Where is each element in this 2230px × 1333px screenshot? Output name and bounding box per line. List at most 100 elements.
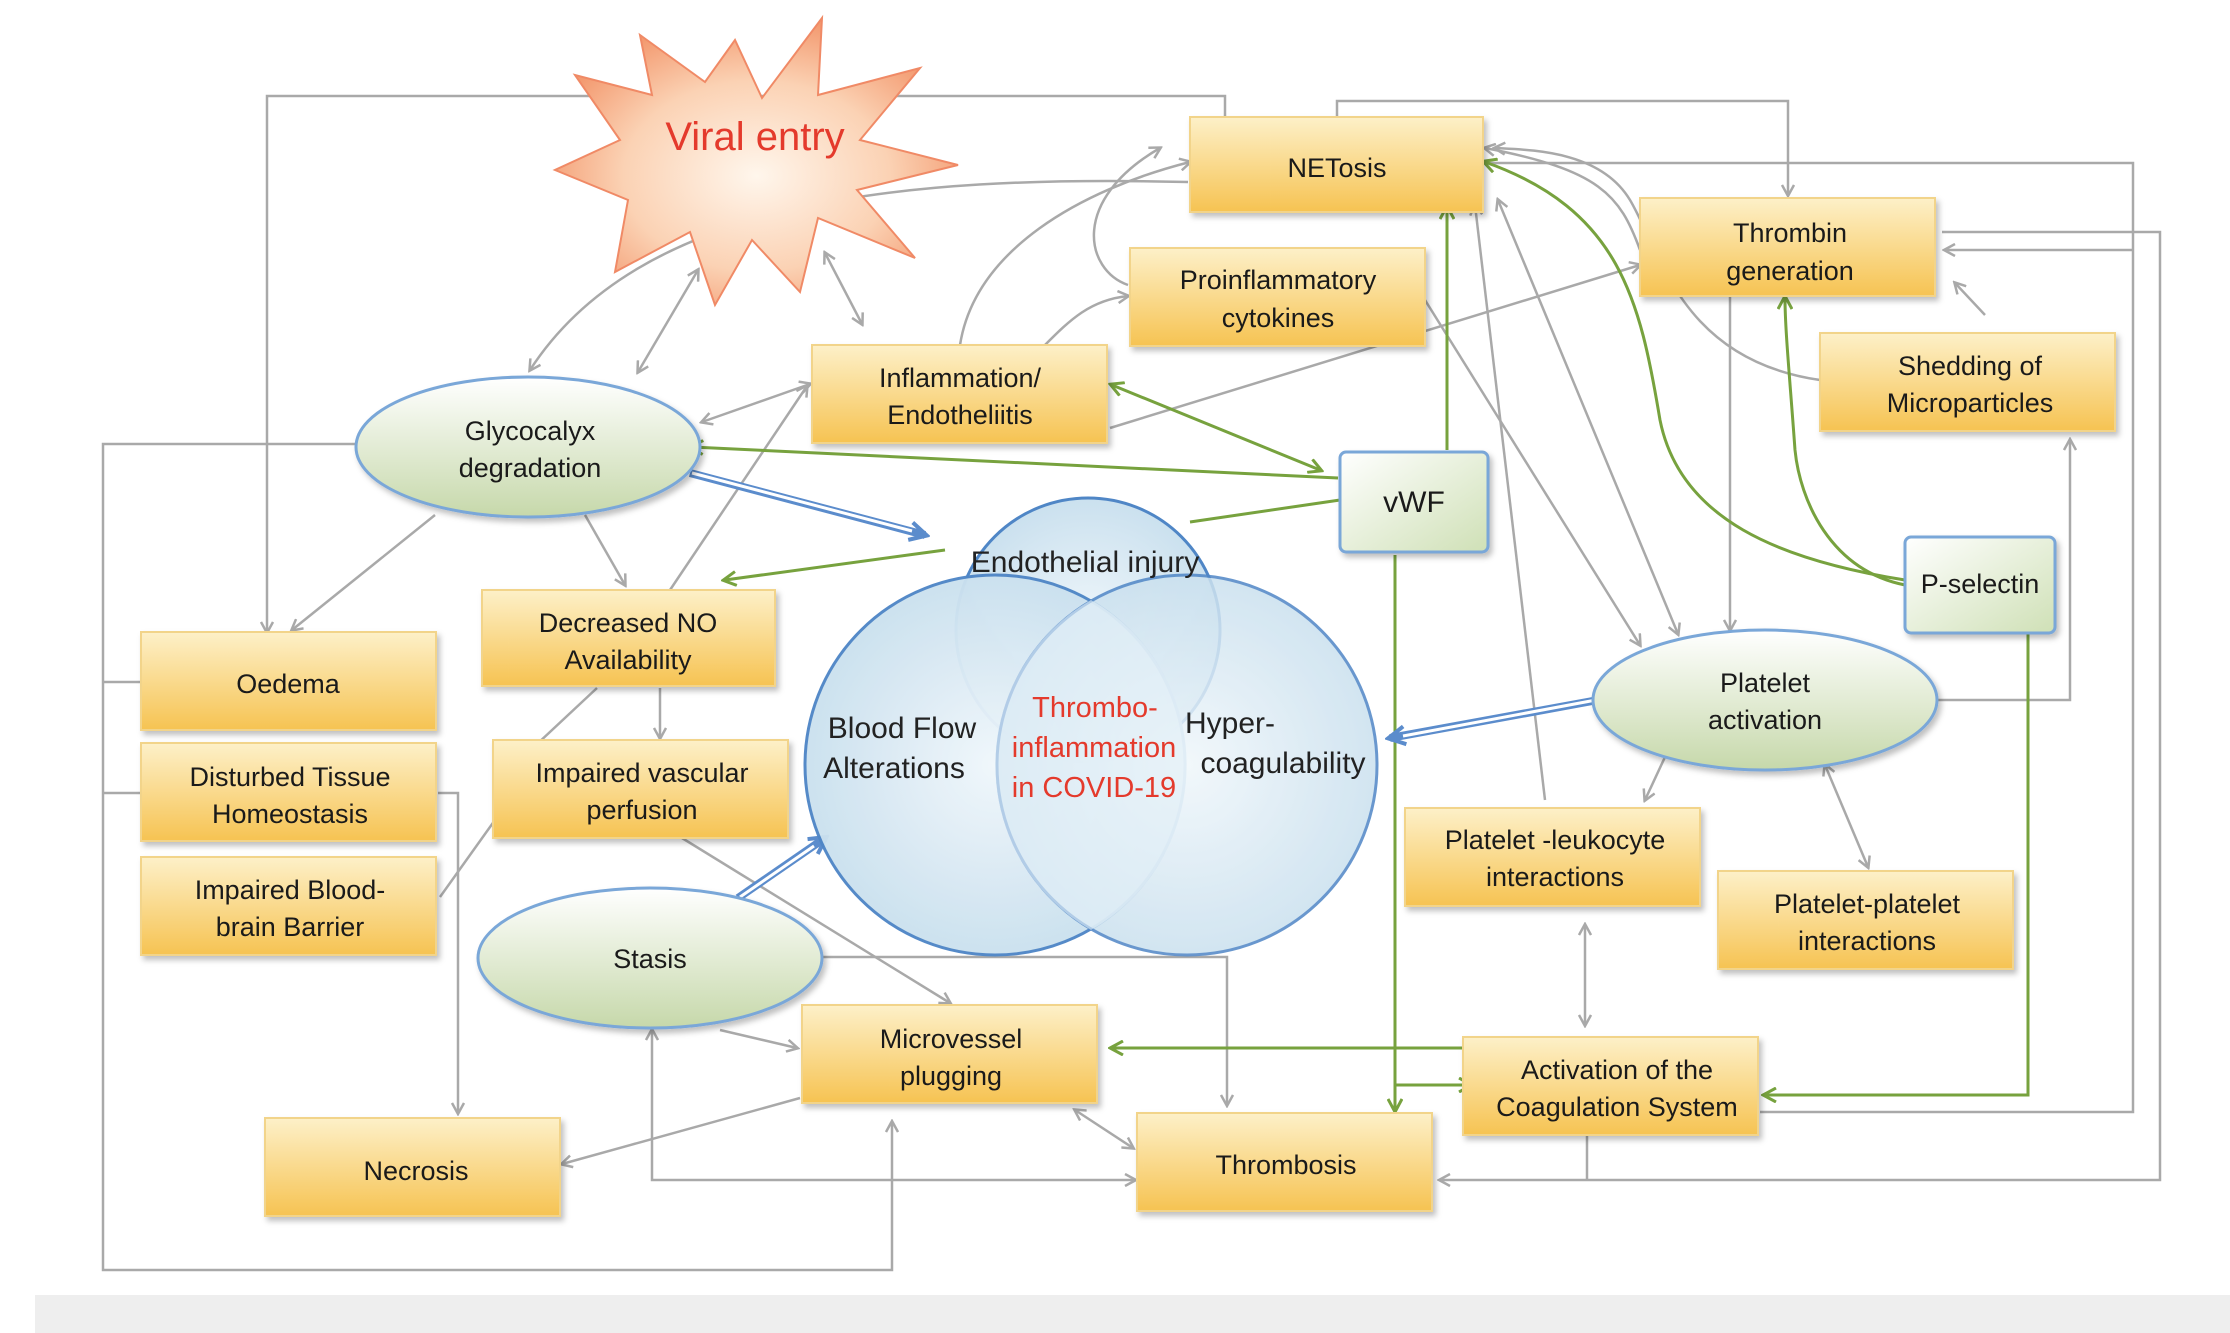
venn-center-label-2: inflammation: [1012, 732, 1176, 764]
node-inflammation-label-1: Inflammation/: [879, 363, 1042, 393]
arrow-platelet-leukocyte: [1645, 756, 1667, 800]
node-inflammation: Inflammation/ Endotheliitis: [811, 344, 1108, 444]
node-thrombin-generation: Thrombin generation: [1639, 197, 1936, 297]
node-shedding-label-1: Shedding of: [1898, 351, 2043, 381]
node-necrosis-label: Necrosis: [363, 1156, 468, 1186]
arrow-glycocalyx-microvessel: [101, 442, 892, 1272]
venn-endothelial-label: Endothelial injury: [971, 546, 1199, 579]
arrow-netosis-coagulation: [1487, 161, 2135, 1114]
node-shedding-label-2: Microparticles: [1887, 388, 2054, 418]
arrow-glycocalyx-oedema: [292, 514, 436, 630]
arrow-shedding-thrombin: [1955, 283, 1986, 316]
node-thrombin-label-2: generation: [1726, 256, 1854, 286]
node-microvessel-label-2: plugging: [900, 1061, 1002, 1091]
arrow-microvessel-necrosis: [562, 1096, 801, 1164]
arrow-inflammation-cytokines: [1044, 296, 1128, 346]
arrow-vwf-inflammation: [1112, 385, 1320, 470]
node-shedding: Shedding of Microparticles: [1819, 332, 2116, 432]
node-glycocalyx-label-2: degradation: [459, 453, 602, 483]
node-impaired-bbb: Impaired Blood- brain Barrier: [140, 856, 437, 956]
arrow-right-loop-thrombosis: [1440, 230, 2162, 1180]
node-coagulation-label-1: Activation of the: [1521, 1055, 1713, 1085]
bottom-band: [35, 1295, 2230, 1333]
arrow-stasis-microvessel: [719, 1028, 797, 1048]
venn-bloodflow-label-1: Blood Flow: [828, 712, 977, 745]
node-stasis: Stasis: [476, 886, 824, 1030]
node-platelet-label-2: activation: [1708, 705, 1822, 735]
node-thrombin-label-1: Thrombin: [1733, 218, 1847, 248]
node-microvessel-label-1: Microvessel: [880, 1024, 1023, 1054]
node-necrosis: Necrosis: [264, 1117, 561, 1217]
line-vwf-endothelial: [1189, 498, 1341, 524]
node-vwf-label: vWF: [1383, 486, 1445, 519]
node-pp-label-2: interactions: [1798, 926, 1936, 956]
node-leukocyte-label-2: interactions: [1486, 862, 1624, 892]
node-thrombosis: Thrombosis: [1136, 1112, 1433, 1212]
blue-connectors: [688, 469, 1599, 902]
node-glycocalyx-label-1: Glycocalyx: [465, 416, 596, 446]
arrow-endothelial-no: [725, 548, 946, 580]
node-pp-label-1: Platelet-platelet: [1774, 889, 1961, 919]
node-stasis-label: Stasis: [613, 944, 687, 974]
node-perfusion-label-2: perfusion: [586, 795, 697, 825]
node-bbb-label-1: Impaired Blood-: [195, 875, 386, 905]
node-decreased-no-label-1: Decreased NO: [539, 608, 718, 638]
node-inflammation-label-2: Endotheliitis: [887, 400, 1033, 430]
arrow-pselectin-thrombin: [1785, 298, 1906, 587]
node-netosis-label: NETosis: [1287, 153, 1386, 183]
gray-connectors: [101, 94, 2162, 1272]
rect-nodes: NETosis Thrombin generation Proinflammat…: [140, 116, 2116, 1217]
venn-hypercoag-label-1: Hyper-: [1185, 707, 1275, 740]
viral-entry-label: Viral entry: [665, 115, 844, 159]
ellipse-nodes: Glycocalyx degradation Platelet activati…: [354, 375, 1939, 1030]
green-connectors: [692, 162, 2030, 1110]
node-p-selectin: P-selectin: [1903, 535, 2057, 635]
arrow-netosis-platelet-1: [1498, 200, 1678, 634]
node-microvessel: Microvessel plugging: [801, 1004, 1098, 1104]
node-coagulation: Activation of the Coagulation System: [1462, 1036, 1759, 1136]
arrow-platelet-platelet: [1825, 765, 1868, 867]
arrow-thrombin-netosis: [1485, 148, 1642, 251]
square-nodes: vWF P-selectin: [1338, 450, 2057, 635]
node-coagulation-label-2: Coagulation System: [1496, 1092, 1738, 1122]
node-thrombosis-label: Thrombosis: [1215, 1150, 1356, 1180]
venn-center-label-3: in COVID-19: [1012, 772, 1176, 804]
node-pselectin-label: P-selectin: [1921, 569, 2040, 599]
node-leukocyte-label-1: Platelet -leukocyte: [1445, 825, 1666, 855]
arrow-glycocalyx-inflammation: [702, 384, 810, 422]
node-impaired-perfusion: Impaired vascular perfusion: [492, 739, 789, 839]
arrow-viral-glycocalyx: [638, 270, 698, 372]
arrow-perfusion-microvessel: [681, 836, 950, 1003]
node-disturbed-label-1: Disturbed Tissue: [189, 762, 390, 792]
node-platelet-label-1: Platelet: [1720, 668, 1811, 698]
node-bbb-label-2: brain Barrier: [216, 912, 365, 942]
node-cytokines-label-2: cytokines: [1222, 303, 1335, 333]
node-perfusion-label-1: Impaired vascular: [535, 758, 748, 788]
arrow-microvessel-thrombosis: [1075, 1110, 1133, 1148]
arrow-glycocalyx-no: [583, 514, 625, 585]
arrow-pselectin-coagulation: [1765, 632, 2030, 1095]
arrow-netosis-thrombin: [1335, 99, 1788, 195]
arrow-inflammation-netosis: [958, 162, 1190, 346]
node-oedema-label: Oedema: [236, 669, 341, 699]
node-platelet-leukocyte: Platelet -leukocyte interactions: [1404, 807, 1701, 907]
node-cytokines-label-1: Proinflammatory: [1180, 265, 1377, 295]
node-netosis: NETosis: [1189, 116, 1484, 213]
arrow-viral-inflammation: [825, 253, 862, 324]
node-platelet-activation: Platelet activation: [1591, 628, 1939, 772]
node-disturbed-label-2: Homeostasis: [212, 799, 368, 829]
arrow-leukocyte-netosis: [1475, 205, 1547, 801]
node-proinflammatory-cytokines: Proinflammatory cytokines: [1129, 247, 1426, 347]
arrow-pselectin-netosis: [1485, 162, 1906, 582]
venn-diagram: Endothelial injury Blood Flow Alteration…: [803, 496, 1379, 957]
arrow-cytokines-platelet: [1423, 299, 1640, 645]
arrow-shedding-netosis: [1495, 148, 1821, 382]
venn-bloodflow-label-2: Alterations: [823, 752, 965, 785]
arrow-stasis-thrombosis: [815, 955, 1227, 1105]
node-decreased-no-label-2: Availability: [564, 645, 692, 675]
viral-entry-node: Viral entry: [552, 14, 959, 308]
node-platelet-platelet: Platelet-platelet interactions: [1717, 870, 2014, 970]
arrow-vwf-glycocalyx: [692, 447, 1339, 480]
node-glycocalyx: Glycocalyx degradation: [354, 375, 702, 519]
node-oedema: Oedema: [140, 631, 437, 731]
